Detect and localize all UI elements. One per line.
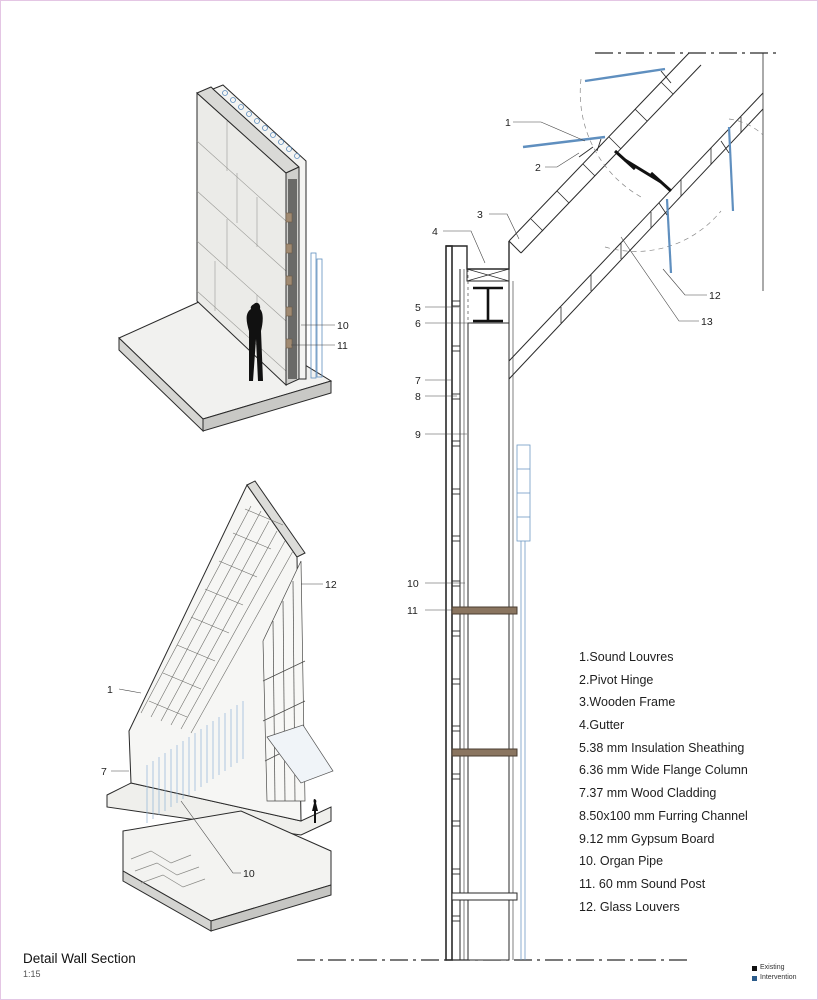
callout-section-2: 2 xyxy=(535,162,541,174)
top-iso-sound-posts xyxy=(285,212,293,349)
bottom-iso-lower-side xyxy=(210,884,332,932)
top-iso-inner-panel xyxy=(212,84,307,380)
sound-louvres xyxy=(522,67,666,149)
bottom-iso-roof-edge xyxy=(246,480,306,558)
intervention-swatch xyxy=(752,975,757,981)
callout-section-11: 11 xyxy=(407,605,418,617)
bottom-iso-callouts xyxy=(111,583,323,874)
component-legend: 1.Sound Louvres 2.Pivot Hinge 3.Wooden F… xyxy=(579,649,748,921)
callout-section-1: 1 xyxy=(505,117,511,129)
callout-bottom-iso-7: 7 xyxy=(101,766,107,778)
bottom-isometric-view xyxy=(106,480,334,932)
bottom-iso-glass-canopy xyxy=(266,724,334,784)
callout-section-13: 13 xyxy=(701,316,713,328)
callout-bottom-iso-1: 1 xyxy=(107,684,113,696)
callout-section-7: 7 xyxy=(415,375,421,387)
bottom-iso-organ-pipes xyxy=(146,701,244,823)
legend-item: 9.12 mm Gypsum Board xyxy=(579,831,715,846)
callout-top-iso-10: 10 xyxy=(337,320,349,332)
callout-section-5: 5 xyxy=(415,302,421,314)
legend-item: 1.Sound Louvres xyxy=(579,650,674,664)
legend-item: 3.Wooden Frame xyxy=(579,695,676,710)
wide-flange-column xyxy=(473,286,503,323)
wood-cladding xyxy=(445,245,453,961)
key-intervention-label: Intervention xyxy=(760,974,797,981)
bottom-iso-roof-louvres xyxy=(140,505,294,734)
legend-item: 8.50x100 mm Furring Channel xyxy=(579,808,748,823)
human-figure-icon xyxy=(246,302,263,381)
wooden-frame xyxy=(508,52,764,380)
key-existing: Existing xyxy=(752,963,797,973)
top-isometric-view xyxy=(118,84,333,433)
color-key: Existing Intervention xyxy=(752,963,797,983)
wall-cavity xyxy=(467,322,510,961)
drawing-scale: 1:15 xyxy=(23,969,41,979)
callout-section-9: 9 xyxy=(415,429,421,441)
top-iso-cavity-dark xyxy=(288,179,297,379)
legend-item: 5.38 mm Insulation Sheathing xyxy=(579,740,745,755)
callout-labels: 1 2 3 4 5 6 7 8 9 10 11 12 13 10 11 12 1… xyxy=(101,117,721,880)
callout-section-4: 4 xyxy=(432,226,438,238)
legend-item: 6.36 mm Wide Flange Column xyxy=(579,763,748,778)
glass-louvers xyxy=(665,126,735,274)
louvre-swing-arc-3 xyxy=(728,118,764,136)
legend-item: 2.Pivot Hinge xyxy=(579,672,654,687)
legend-item: 4.Gutter xyxy=(579,718,625,733)
top-iso-callouts xyxy=(291,324,335,346)
key-intervention: Intervention xyxy=(752,973,797,983)
callout-section-8: 8 xyxy=(415,391,421,403)
small-figure-icon xyxy=(312,799,318,823)
top-iso-organ-pipes xyxy=(310,252,323,379)
drawing-title: Detail Wall Section xyxy=(23,951,136,966)
sound-post-middle xyxy=(451,748,518,757)
legend-item: 10. Organ Pipe xyxy=(579,854,664,869)
callout-top-iso-11: 11 xyxy=(337,340,348,352)
wall-section xyxy=(297,52,781,961)
louvre-swing-arc-2 xyxy=(604,210,722,252)
callout-section-6: 6 xyxy=(415,318,421,330)
callout-section-12: 12 xyxy=(709,290,721,302)
pivot-hinges xyxy=(578,70,672,158)
callout-bottom-iso-12: 12 xyxy=(325,579,337,591)
sound-post-lower xyxy=(451,892,518,901)
legend-item: 11. 60 mm Sound Post xyxy=(579,876,706,891)
frame-ribs xyxy=(530,81,742,323)
organ-pipe xyxy=(516,444,531,960)
key-existing-label: Existing xyxy=(760,964,785,971)
roof-i-beam xyxy=(613,149,673,193)
sound-post-upper xyxy=(451,606,518,615)
legend-item: 7.37 mm Wood Cladding xyxy=(579,786,717,801)
legend-item: 12. Glass Louvers xyxy=(579,899,680,914)
existing-swatch xyxy=(752,965,757,971)
callout-section-3: 3 xyxy=(477,209,483,221)
callout-bottom-iso-10: 10 xyxy=(243,868,255,880)
callout-section-10: 10 xyxy=(407,578,419,590)
top-iso-slab-side xyxy=(202,380,332,432)
top-iso-louvre-row xyxy=(222,90,300,159)
section-callouts xyxy=(425,121,707,611)
bottom-iso-steps xyxy=(130,850,206,888)
